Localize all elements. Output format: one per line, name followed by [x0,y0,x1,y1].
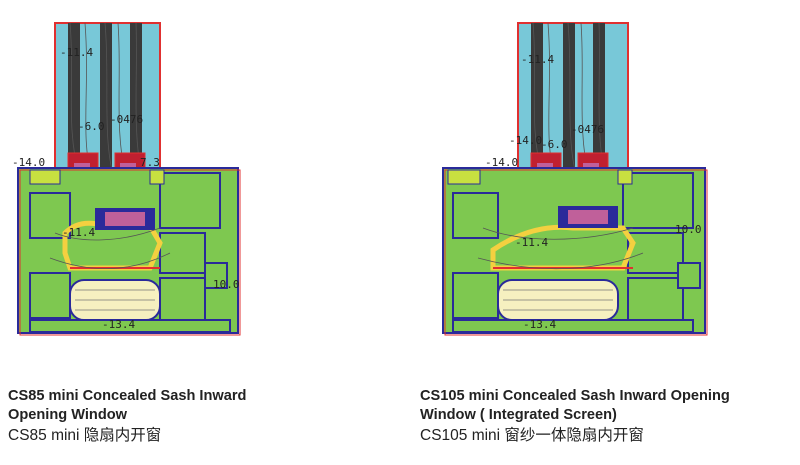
caption-cs85: CS85 mini Concealed Sash Inward Opening … [8,387,246,446]
isotherm-label: -6.0 [78,120,105,133]
thermal-section-cs105: -11.4 -14.0 -6.0 -0476 -14.0 10.0 -11.4 … [442,22,708,336]
caption-en-line1: CS85 mini Concealed Sash Inward [8,388,247,404]
caption-cs105: CS105 mini Concealed Sash Inward Opening… [420,387,730,446]
isotherm-label: -11.4 [60,46,93,59]
isotherm-label: -14.0 [509,134,542,147]
isotherm-label: -11.4 [521,53,554,66]
isotherm-label: -6.0 [541,138,568,151]
caption-en-line1: CS105 mini Concealed Sash Inward Opening [420,388,730,404]
caption-cn: CS85 mini 隐扇内开窗 [8,427,162,444]
isotherm-label: -14.0 [485,156,518,169]
isotherm-label: -11.4 [515,236,548,249]
isotherm-label: 10.0 [213,278,240,291]
frame-profile [17,167,241,336]
caption-cn: CS105 mini 窗纱一体隐扇内开窗 [420,427,644,444]
isotherm-label: -13.4 [523,318,556,331]
isotherm-label: -0476 [571,123,604,136]
isotherm-label: 10.0 [675,223,702,236]
isotherm-label: -11.4 [62,226,95,239]
isotherm-label: -14.0 [12,156,45,169]
thermal-section-cs85: -11.4 -6.0 -0476 -14.0 7.3 -11.4 10.0 -1… [12,22,241,336]
isotherm-label: -0476 [110,113,143,126]
isotherm-label: 7.3 [140,156,160,169]
isotherm-label: -13.4 [102,318,135,331]
glass-unit [517,22,629,189]
caption-en-line2: Opening Window [8,407,128,423]
caption-en-line2: Window ( Integrated Screen) [420,407,617,423]
frame-profile [442,167,708,336]
